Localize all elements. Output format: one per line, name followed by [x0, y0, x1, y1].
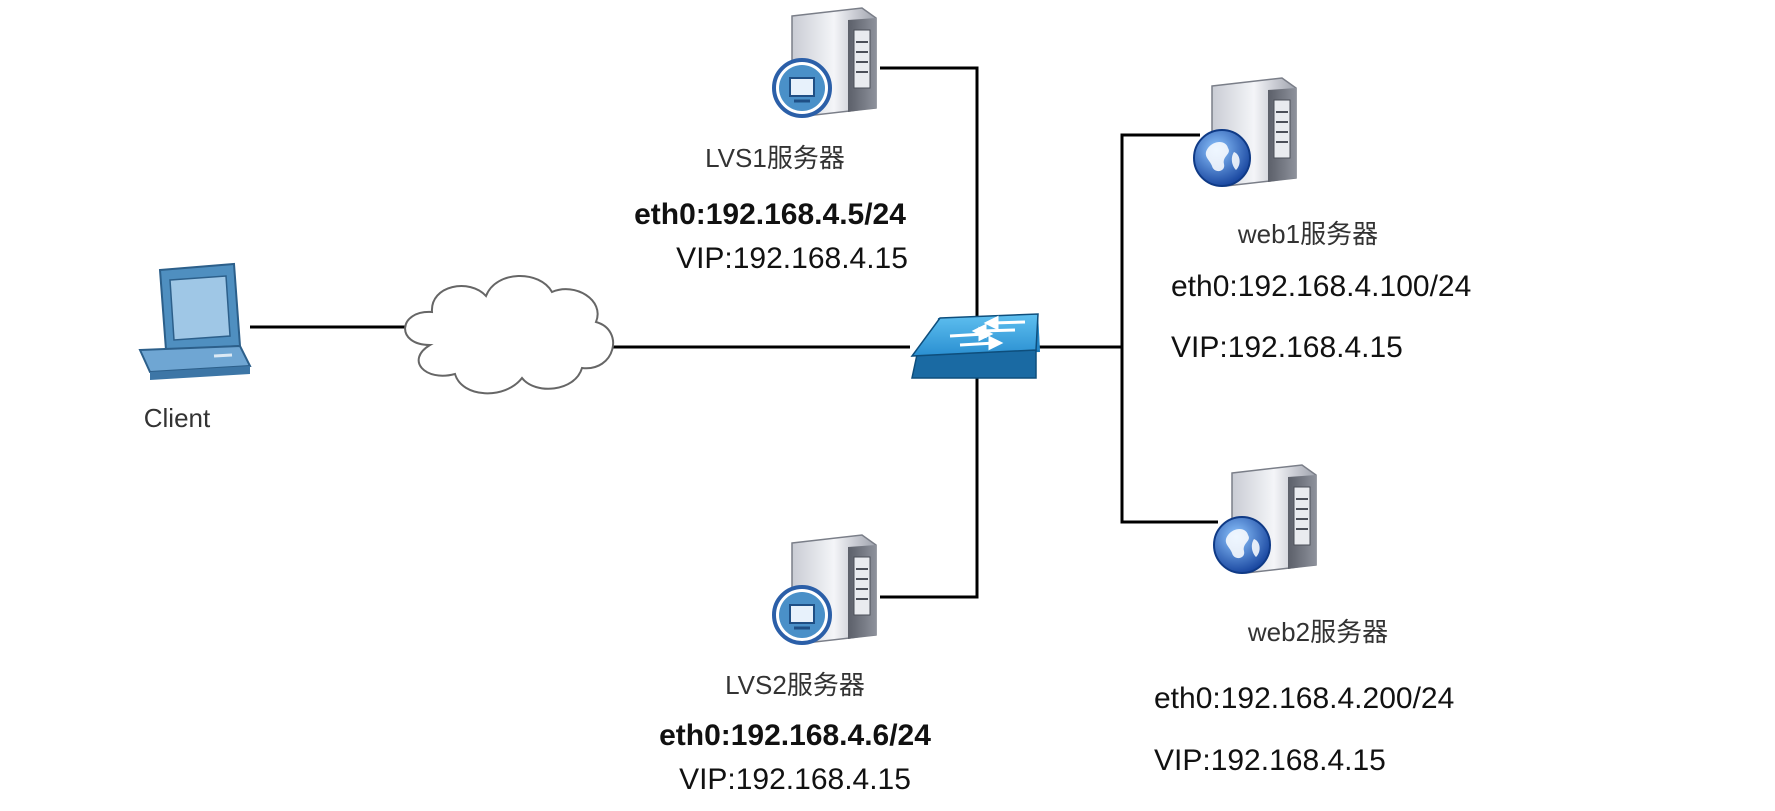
lvs1-node: LVS1服务器 eth0:192.168.4.5/24 VIP:192.168.…: [634, 7, 908, 275]
connections: [250, 66, 1218, 599]
client-node: Client: [138, 262, 252, 433]
server-monitor-icon: [772, 7, 877, 118]
computer-icon: [138, 262, 252, 380]
lvs1-vip: VIP:192.168.4.15: [676, 242, 908, 275]
web2-vip: VIP:192.168.4.15: [1154, 744, 1386, 777]
lvs1-eth0: eth0:192.168.4.5/24: [634, 198, 906, 231]
link-lvs2-switch: [880, 375, 979, 599]
link-bus-web: [1120, 133, 1218, 524]
cloud-icon: [404, 275, 614, 395]
web2-eth0: eth0:192.168.4.200/24: [1154, 682, 1454, 715]
link-lvs1-switch: [880, 66, 979, 322]
lvs2-eth0: eth0:192.168.4.6/24: [659, 719, 931, 752]
web1-vip: VIP:192.168.4.15: [1171, 331, 1403, 364]
lvs1-name: LVS1服务器: [705, 143, 845, 173]
web2-name: web2服务器: [1247, 617, 1388, 647]
web1-node: web1服务器 eth0:192.168.4.100/24 VIP:192.16…: [1171, 77, 1471, 364]
web1-name: web1服务器: [1237, 219, 1378, 249]
switch-icon: [910, 313, 1040, 379]
server-monitor-icon: [772, 534, 877, 645]
web2-node: web2服务器 eth0:192.168.4.200/24 VIP:192.16…: [1154, 464, 1454, 777]
web1-eth0: eth0:192.168.4.100/24: [1171, 270, 1471, 303]
lvs2-name: LVS2服务器: [725, 670, 865, 700]
server-globe-icon: [1193, 77, 1297, 187]
lvs2-node: LVS2服务器 eth0:192.168.4.6/24 VIP:192.168.…: [659, 534, 931, 796]
server-globe-icon: [1213, 464, 1317, 574]
client-label: Client: [144, 403, 211, 433]
lvs2-vip: VIP:192.168.4.15: [679, 763, 911, 796]
